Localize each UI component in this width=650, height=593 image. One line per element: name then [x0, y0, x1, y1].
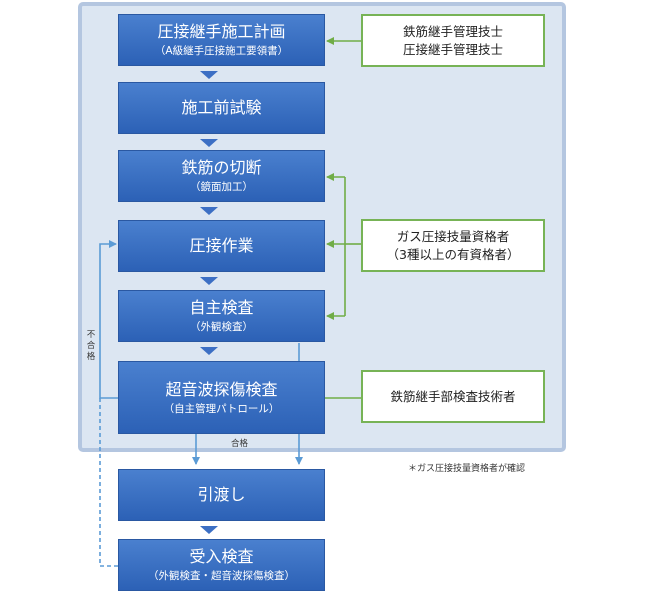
step-ultrasonic-sub: （自主管理パトロール）	[163, 402, 280, 415]
flow-arrow-2	[200, 139, 218, 147]
step-ultrasonic-title: 超音波探傷検査	[165, 379, 278, 399]
step-cutting: 鉄筋の切断 （鏡面加工）	[118, 150, 325, 202]
step-pre-test: 施工前試験	[118, 82, 325, 134]
role-gas-welder: ガス圧接技量資格者 （3種以上の有資格者）	[361, 219, 545, 272]
step-self-inspection-title: 自主検査	[189, 298, 254, 317]
flow-arrow-5	[200, 347, 218, 355]
role-joint-manager: 鉄筋継手管理技士 圧接継手管理技士	[361, 14, 545, 67]
flow-arrow-3	[200, 207, 218, 215]
step-handover: 引渡し	[118, 469, 325, 521]
flow-arrow-6	[200, 526, 218, 534]
step-welding: 圧接作業	[118, 220, 325, 272]
role-joint-manager-line1: 鉄筋継手管理技士	[402, 23, 503, 39]
fail-loop-dashed	[99, 398, 118, 567]
step-handover-title: 引渡し	[197, 485, 246, 504]
role-inspector: 鉄筋継手部検査技術者	[361, 370, 545, 423]
fail-loop-line	[99, 240, 118, 399]
step-welding-plan-title: 圧接継手施工計画	[157, 22, 286, 41]
step-acceptance-sub: （外観検査・超音波探傷検査）	[148, 570, 295, 582]
step-welding-title: 圧接作業	[189, 236, 254, 255]
role-gas-welder-line2: （3種以上の有資格者）	[386, 246, 520, 262]
step-ultrasonic: 超音波探傷検査 （自主管理パトロール）	[118, 361, 325, 434]
role-joint-manager-line2: 圧接継手管理技士	[402, 41, 503, 57]
step-pre-test-title: 施工前試験	[181, 98, 262, 117]
step-welding-plan-sub: （A級継手圧接施工要領書）	[154, 45, 289, 57]
footnote: ＊ガス圧接技量資格者が確認	[408, 464, 526, 474]
step-self-inspection-sub: （外観検査）	[190, 321, 253, 333]
fail-label: 不合格	[86, 330, 96, 362]
step-acceptance-title: 受入検査	[189, 547, 254, 566]
pass-label: 合格	[231, 439, 249, 449]
step-acceptance: 受入検査 （外観検査・超音波探傷検査）	[118, 539, 325, 591]
step-welding-plan: 圧接継手施工計画 （A級継手圧接施工要領書）	[118, 14, 325, 66]
role-gas-welder-line1: ガス圧接技量資格者	[396, 228, 510, 244]
flow-arrow-4	[200, 277, 218, 285]
step-self-inspection: 自主検査 （外観検査）	[118, 290, 325, 342]
flow-arrow-1	[200, 71, 218, 79]
role-inspector-line1: 鉄筋継手部検査技術者	[390, 388, 516, 404]
step-cutting-sub: （鏡面加工）	[190, 181, 253, 193]
step-cutting-title: 鉄筋の切断	[181, 158, 262, 177]
